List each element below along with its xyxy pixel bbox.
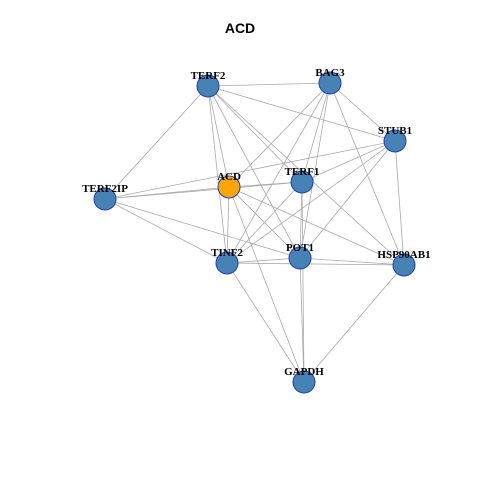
node-terf2[interactable]: TERF2 — [191, 70, 226, 98]
edge-stub1-tinf2 — [226, 140, 396, 264]
node-gapdh[interactable]: GAPDH — [284, 366, 324, 394]
node-circle-acd[interactable] — [217, 175, 241, 199]
node-circle-bag3[interactable] — [318, 71, 342, 95]
edge-terf2ip-pot1 — [104, 198, 301, 259]
edge-stub1-pot1 — [299, 140, 396, 259]
edge-pot1-hsp90ab1 — [299, 257, 405, 266]
node-circle-tinf2[interactable] — [215, 251, 239, 275]
edge-bag3-acd — [228, 82, 331, 188]
edge-stub1-terf1 — [301, 140, 396, 183]
edge-stub1-terf2ip — [104, 140, 396, 200]
node-pot1[interactable]: POT1 — [286, 242, 314, 270]
edge-terf1-pot1 — [299, 181, 303, 259]
edge-hsp90ab1-gapdh — [303, 264, 405, 383]
node-circle-gapdh[interactable] — [292, 370, 316, 394]
edge-terf1-tinf2 — [226, 181, 303, 264]
edge-stub1-hsp90ab1 — [394, 140, 405, 266]
graph-title: ACD — [224, 20, 256, 36]
edge-bag3-pot1 — [299, 82, 331, 259]
node-label-acd: ACD — [217, 171, 241, 183]
node-label-tinf2: TINF2 — [211, 247, 243, 259]
node-label-terf2ip: TERF2IP — [82, 183, 128, 195]
node-label-terf1: TERF1 — [285, 166, 320, 178]
node-label-hsp90ab1: HSP90AB1 — [377, 249, 430, 261]
edge-tinf2-gapdh — [226, 262, 305, 383]
node-circle-stub1[interactable] — [383, 129, 407, 153]
node-terf2ip[interactable]: TERF2IP — [82, 183, 128, 211]
edge-terf2-terf2ip — [104, 85, 209, 200]
node-circle-terf1[interactable] — [290, 170, 314, 194]
node-terf1[interactable]: TERF1 — [285, 166, 320, 194]
edge-terf2-tinf2 — [207, 85, 228, 264]
node-circle-pot1[interactable] — [288, 246, 312, 270]
node-stub1[interactable]: STUB1 — [378, 125, 412, 153]
node-tinf2[interactable]: TINF2 — [211, 247, 243, 275]
node-label-stub1: STUB1 — [378, 125, 412, 137]
edge-terf2-bag3 — [207, 82, 331, 87]
edge-tinf2-pot1 — [226, 257, 301, 264]
edge-bag3-terf1 — [301, 82, 331, 183]
edge-terf2ip-tinf2 — [104, 198, 228, 264]
node-label-gapdh: GAPDH — [284, 366, 324, 378]
edge-terf2ip-terf1 — [104, 181, 303, 200]
node-circle-hsp90ab1[interactable] — [392, 253, 416, 277]
edge-tinf2-hsp90ab1 — [226, 262, 405, 266]
node-hsp90ab1[interactable]: HSP90AB1 — [377, 249, 431, 277]
edges-layer — [104, 82, 405, 383]
node-acd[interactable]: ACD — [217, 171, 241, 199]
edge-acd-hsp90ab1 — [228, 186, 405, 266]
node-circle-terf2ip[interactable] — [93, 187, 117, 211]
edge-acd-gapdh — [228, 186, 305, 383]
node-bag3[interactable]: BAG3 — [315, 67, 345, 95]
edge-acd-tinf2 — [226, 186, 230, 264]
edge-terf2-acd — [207, 85, 230, 188]
edge-pot1-gapdh — [299, 257, 305, 383]
edge-terf2-stub1 — [207, 85, 396, 142]
edge-acd-terf1 — [228, 181, 303, 188]
edge-terf2-terf1 — [207, 85, 303, 183]
edge-terf2-pot1 — [207, 85, 301, 259]
edge-bag3-hsp90ab1 — [329, 82, 405, 266]
node-circle-terf2[interactable] — [196, 74, 220, 98]
node-label-bag3: BAG3 — [315, 67, 345, 79]
edge-bag3-tinf2 — [226, 82, 331, 264]
edge-bag3-stub1 — [329, 82, 396, 142]
node-label-pot1: POT1 — [286, 242, 314, 254]
node-label-terf2: TERF2 — [191, 70, 226, 82]
edge-terf1-gapdh — [301, 181, 305, 383]
